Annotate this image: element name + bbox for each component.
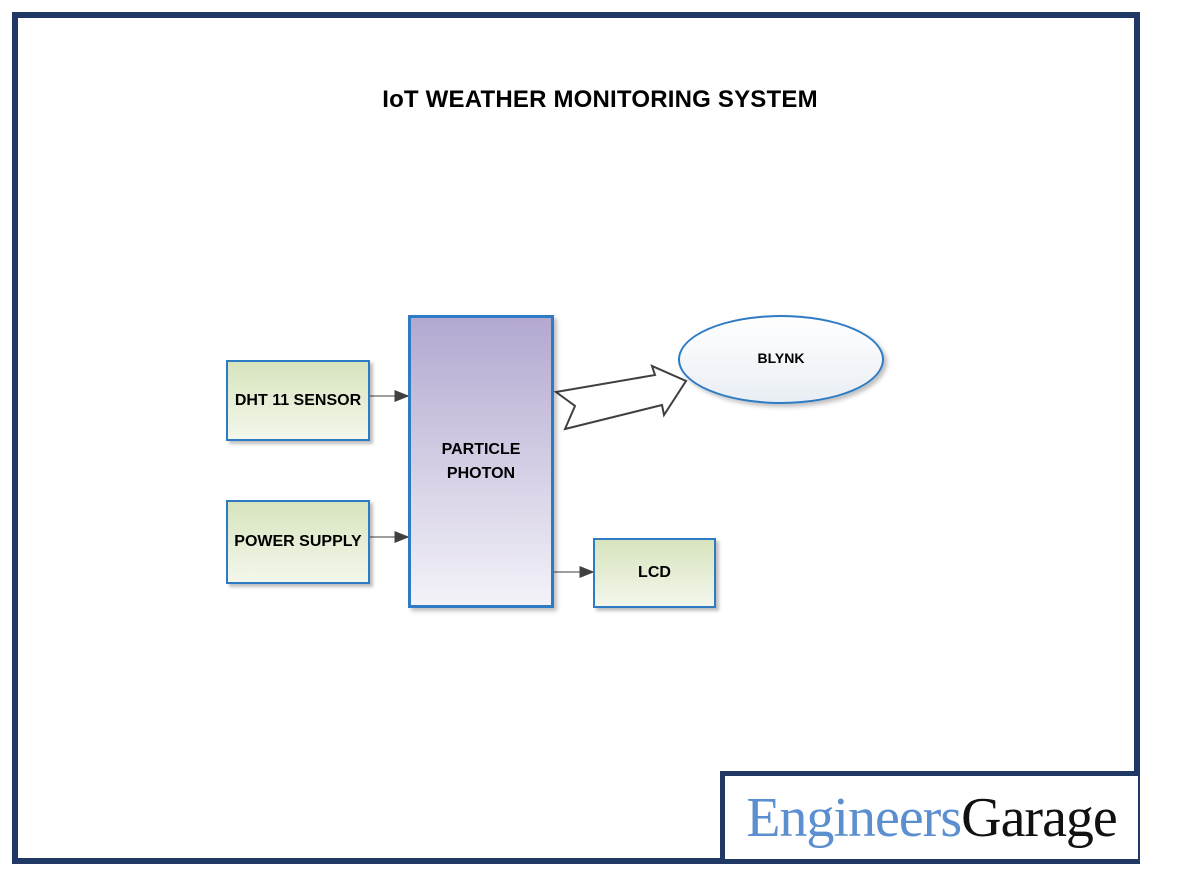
particle-photon-node: PARTICLE PHOTON — [408, 315, 554, 608]
blynk-node: BLYNK — [678, 315, 884, 404]
diagram-title: IoT WEATHER MONITORING SYSTEM — [382, 86, 818, 113]
dht11-sensor-node: DHT 11 SENSOR — [226, 360, 370, 441]
blynk-label: BLYNK — [757, 349, 805, 366]
particle-photon-label-line1: PARTICLE — [441, 440, 521, 458]
logo-text-garage: Garage — [961, 786, 1118, 849]
lcd-label: LCD — [638, 564, 671, 581]
lcd-node: LCD — [593, 538, 716, 608]
diagram-frame — [12, 12, 1140, 864]
edge-mcu-to-blynk-block-arrow — [553, 364, 688, 431]
dht11-sensor-label: DHT 11 SENSOR — [234, 391, 362, 409]
power-supply-node: POWER SUPPLY — [226, 500, 370, 584]
particle-photon-label-line2: PHOTON — [446, 464, 516, 482]
power-supply-label: POWER SUPPLY — [234, 533, 362, 550]
logo-text-engineers: Engineers — [746, 786, 962, 849]
